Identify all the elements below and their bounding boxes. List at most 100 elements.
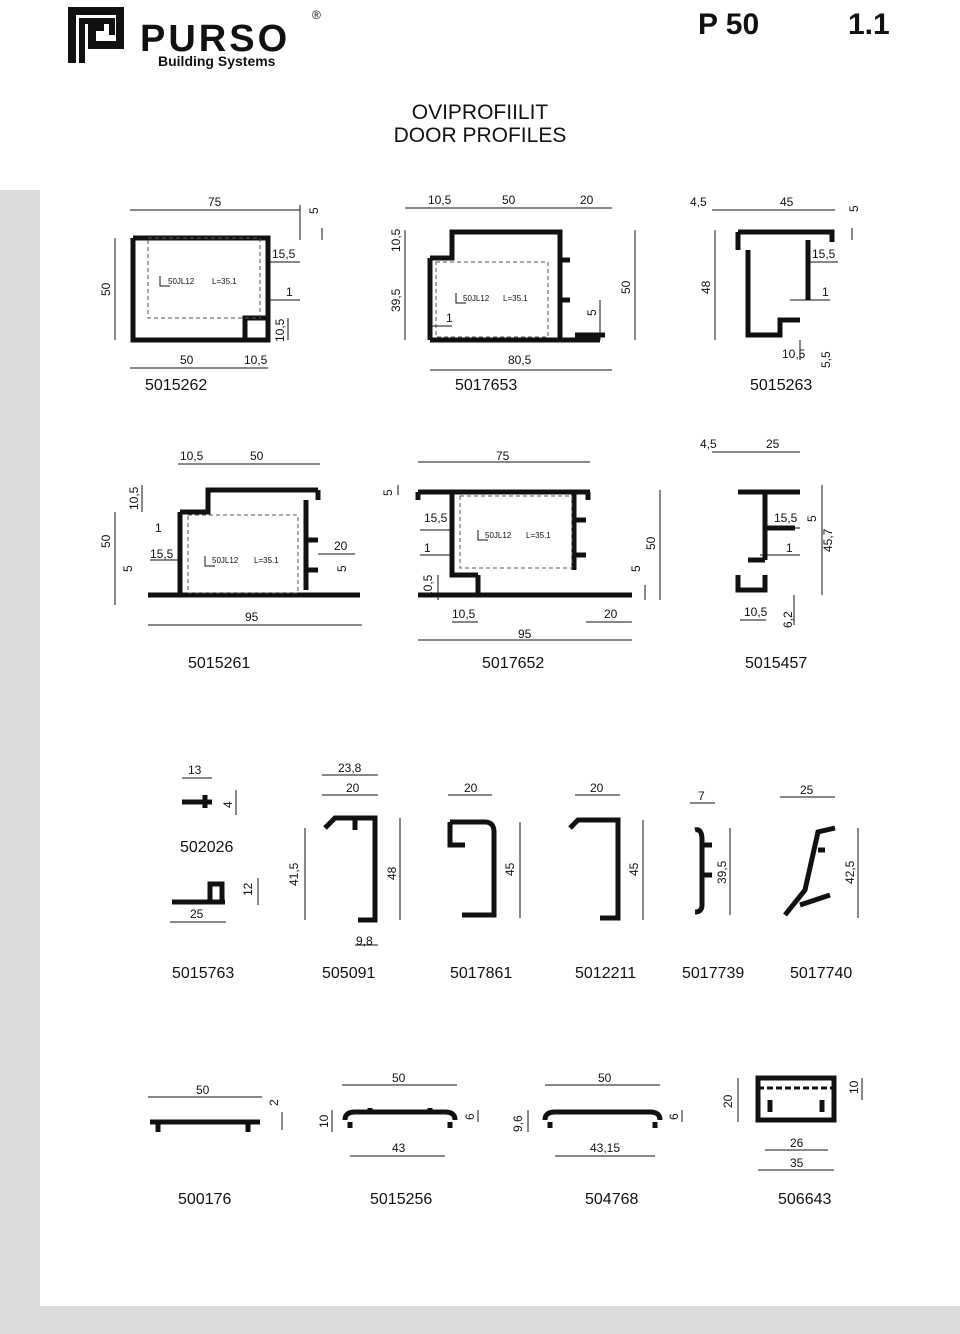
dim-label: 7 xyxy=(698,789,705,803)
glass-length: L=35.1 xyxy=(503,294,528,303)
dim-label: 95 xyxy=(518,627,532,641)
dim-label: 39,5 xyxy=(715,860,729,884)
glass-code: 50JL12 xyxy=(212,556,239,565)
dim-label: 50 xyxy=(250,449,264,463)
dim-label: 45 xyxy=(780,195,794,209)
brand-name: PURSO xyxy=(140,18,291,60)
profile-5015261-drawing: 50JL12 L=35.1 10,5 50 10,5 1 50 15,5 5 2… xyxy=(99,449,362,626)
dim-label: 1 xyxy=(155,521,162,535)
dim-label: 25 xyxy=(766,437,780,451)
dim-label: 42,5 xyxy=(843,860,857,884)
profile-code: 5015262 xyxy=(145,377,207,394)
dim-label: 15,5 xyxy=(774,511,798,525)
dim-label: 5 xyxy=(307,207,321,214)
dim-label: 5 xyxy=(847,205,861,212)
dim-label: 25 xyxy=(190,907,204,921)
profile-500176-drawing: 50 2 xyxy=(148,1083,283,1132)
title-english: DOOR PROFILES xyxy=(393,124,567,147)
dim-label: 48 xyxy=(385,866,399,880)
profile-code: 5017861 xyxy=(450,965,512,982)
dim-label: 9,6 xyxy=(511,1115,525,1132)
profile-code: 5012211 xyxy=(575,965,636,982)
dim-label: 50 xyxy=(619,280,633,294)
dim-label: 10,5 xyxy=(428,193,452,207)
dim-label: 20 xyxy=(464,781,478,795)
purso-logo-icon xyxy=(68,7,124,63)
profile-5012211-drawing: 20 45 xyxy=(568,781,644,921)
page-footer-band xyxy=(0,1306,960,1334)
dim-label: 45,7 xyxy=(821,528,835,552)
dim-label: 15,5 xyxy=(424,511,448,525)
dim-label: 13 xyxy=(188,763,202,777)
dim-label: 25 xyxy=(800,783,814,797)
page-margin-band xyxy=(0,190,40,1334)
dim-label: 9,8 xyxy=(356,934,373,948)
profile-code: 5017652 xyxy=(482,655,544,672)
glass-length: L=35.1 xyxy=(254,556,279,565)
dim-label: 10,5 xyxy=(452,607,476,621)
profile-code: 5015457 xyxy=(745,655,807,672)
dim-label: 50 xyxy=(196,1083,210,1097)
dim-label: 10,5 xyxy=(744,605,768,619)
dim-label: 43,15 xyxy=(590,1141,620,1155)
profile-504768-drawing: 50 9,6 6 43,15 xyxy=(511,1071,683,1157)
page-number: 1.1 xyxy=(848,8,890,41)
dim-label: 10,5 xyxy=(273,318,287,342)
dim-label: 50 xyxy=(99,534,113,548)
dim-label: 45 xyxy=(503,862,517,876)
profile-code: 5017653 xyxy=(455,377,517,394)
dim-label: 95 xyxy=(245,610,259,624)
profile-5015256-drawing: 50 10 6 43 xyxy=(317,1071,479,1157)
dim-label: 4,5 xyxy=(690,195,707,209)
dim-label: 50 xyxy=(180,353,194,367)
profile-code: 506643 xyxy=(778,1191,831,1208)
dim-label: 20 xyxy=(580,193,594,207)
dim-label: 10,5 xyxy=(389,228,403,252)
registered-mark: ® xyxy=(312,8,321,22)
glass-code: 50JL12 xyxy=(485,531,512,540)
dim-label: 4 xyxy=(221,801,235,808)
dim-label: 75 xyxy=(496,449,510,463)
profile-code: 504768 xyxy=(585,1191,638,1208)
dim-label: 6,2 xyxy=(781,611,795,628)
profile-5015763-drawing: 12 25 xyxy=(170,878,259,923)
profile-5017739-drawing: 7 39,5 xyxy=(690,789,731,915)
dim-label: 5 xyxy=(121,565,135,572)
profile-code: 5015261 xyxy=(188,655,250,672)
dim-label: 80,5 xyxy=(508,353,532,367)
dim-label: 5 xyxy=(629,565,643,572)
profile-code: 502026 xyxy=(180,839,233,856)
dim-label: 5 xyxy=(805,515,819,522)
dim-label: 6 xyxy=(667,1113,681,1120)
dim-label: 5 xyxy=(335,565,349,572)
dim-label: 20 xyxy=(334,539,348,553)
dim-label: 75 xyxy=(208,195,222,209)
dim-label: 26 xyxy=(790,1136,804,1150)
profile-5015263-drawing: 4,5 45 5 15,5 48 1 10,5 5,5 xyxy=(690,195,861,368)
profile-code: 5015256 xyxy=(370,1191,432,1208)
profile-5017653-drawing: 50JL12 L=35.1 10,5 50 20 10,5 39,5 1 5 5… xyxy=(389,193,636,371)
dim-label: 50 xyxy=(99,282,113,296)
dim-label: 1 xyxy=(822,285,829,299)
profile-code: 505091 xyxy=(322,965,375,982)
profile-506643-drawing: 20 10 26 35 xyxy=(721,1075,863,1171)
dim-label: 20 xyxy=(346,781,360,795)
dim-label: 39,5 xyxy=(389,288,403,312)
dim-label: 50 xyxy=(392,1071,406,1085)
dim-label: 1 xyxy=(786,541,793,555)
dim-label: 1 xyxy=(424,541,431,555)
profile-5017861-drawing: 20 45 xyxy=(447,781,521,918)
profile-5017652-drawing: 50JL12 L=35.1 75 5 15,5 1 10,5 50 5 10,5… xyxy=(381,449,661,641)
dim-label: 5 xyxy=(381,489,395,496)
dim-label: 23,8 xyxy=(338,761,362,775)
dim-label: 50 xyxy=(598,1071,612,1085)
profile-5015457-drawing: 4,5 25 15,5 5 1 45,7 10,5 6,2 xyxy=(700,437,835,628)
dim-label: 20 xyxy=(590,781,604,795)
series-label: P 50 xyxy=(698,8,760,41)
glass-length: L=35.1 xyxy=(212,277,237,286)
profile-502026-drawing: 13 4 xyxy=(182,763,237,815)
brand-tagline: Building Systems xyxy=(158,53,276,69)
dim-label: 45 xyxy=(627,862,641,876)
dim-label: 41,5 xyxy=(287,862,301,886)
